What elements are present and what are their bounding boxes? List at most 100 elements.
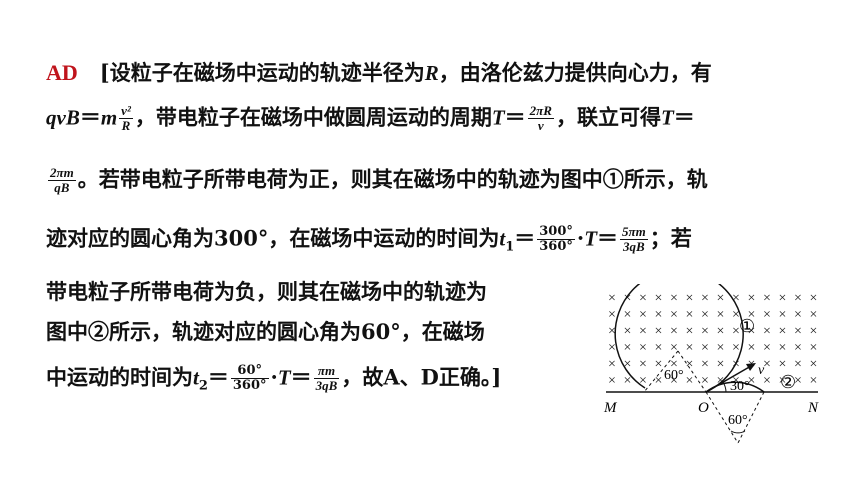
field-cross: ×	[608, 341, 616, 356]
field-cross: ×	[670, 291, 678, 306]
field-cross: ×	[748, 291, 756, 306]
field-cross: ×	[748, 324, 756, 339]
field-cross: ×	[686, 341, 694, 356]
field-cross: ×	[624, 357, 632, 372]
field-cross: ×	[670, 308, 678, 323]
field-cross: ×	[639, 308, 647, 323]
label-track-2: ②	[780, 372, 796, 392]
field-cross: ×	[701, 308, 709, 323]
field-cross: ×	[624, 341, 632, 356]
field-cross: ×	[655, 341, 663, 356]
field-cross: ×	[810, 374, 818, 389]
field-cross: ×	[639, 341, 647, 356]
fraction-60-over-360: 60°360°	[230, 363, 269, 394]
field-cross: ×	[686, 291, 694, 306]
field-cross: ×	[655, 291, 663, 306]
field-cross: ×	[732, 308, 740, 323]
field-cross: ×	[794, 357, 802, 372]
field-cross: ×	[701, 324, 709, 339]
field-cross: ×	[732, 374, 740, 389]
field-cross: ×	[732, 291, 740, 306]
field-cross: ×	[810, 357, 818, 372]
text-line-4: 迹对应的圆心角为300°，在磁场中运动的时间为t1＝300°360°·T＝5πm…	[46, 224, 692, 255]
field-cross: ×	[639, 357, 647, 372]
field-cross: ×	[794, 341, 802, 356]
field-cross: ×	[624, 374, 632, 389]
label-N: N	[807, 400, 819, 416]
text-line-5: 带电粒子所带电荷为负，则其在磁场中的轨迹为	[46, 279, 487, 304]
field-cross: ×	[670, 374, 678, 389]
answer-label: AD	[46, 60, 78, 85]
field-cross: ×	[794, 324, 802, 339]
field-cross: ×	[686, 357, 694, 372]
field-cross: ×	[686, 308, 694, 323]
field-cross: ×	[624, 324, 632, 339]
text-line-1: AD[设粒子在磁场中运动的轨迹半径为R，由洛伦兹力提供向心力，有	[46, 60, 712, 85]
field-cross: ×	[779, 341, 787, 356]
field-cross: ×	[717, 374, 725, 389]
radius-line-1	[677, 350, 707, 393]
radius-line-3	[705, 391, 739, 444]
field-cross: ×	[655, 357, 663, 372]
field-cross: ×	[670, 341, 678, 356]
field-cross: ×	[624, 308, 632, 323]
field-cross: ×	[670, 357, 678, 372]
magnetic-field-figure: ××××××××××××××××××××××××××××××××××××××××…	[603, 284, 819, 444]
text-line-6: 图中②所示，轨迹对应的圆心角为60°，在磁场	[46, 319, 485, 344]
field-cross: ×	[655, 374, 663, 389]
field-cross: ×	[748, 341, 756, 356]
label-angle-bottom: 60°	[728, 413, 748, 428]
label-angle-30: 30°	[730, 379, 750, 394]
label-track-1: ①	[739, 316, 755, 336]
field-cross: ×	[763, 341, 771, 356]
angle-arc-bottom	[730, 430, 746, 434]
field-cross: ×	[624, 291, 632, 306]
field-cross: ×	[779, 291, 787, 306]
field-cross: ×	[748, 308, 756, 323]
field-cross: ×	[763, 357, 771, 372]
field-cross: ×	[717, 357, 725, 372]
field-cross: ×	[701, 291, 709, 306]
field-cross: ×	[639, 291, 647, 306]
field-cross: ×	[655, 324, 663, 339]
velocity-arrow	[705, 365, 752, 393]
field-cross: ×	[732, 324, 740, 339]
field-cross: ×	[763, 291, 771, 306]
field-cross: ×	[810, 308, 818, 323]
field-cross: ×	[779, 357, 787, 372]
field-cross: ×	[701, 357, 709, 372]
field-cross: ×	[763, 308, 771, 323]
field-cross: ×	[670, 324, 678, 339]
radius-line-2	[643, 350, 679, 393]
field-cross: ×	[794, 291, 802, 306]
field-cross: ×	[810, 291, 818, 306]
field-cross: ×	[779, 324, 787, 339]
field-cross: ×	[701, 341, 709, 356]
label-O: O	[698, 400, 709, 416]
field-cross: ×	[608, 308, 616, 323]
field-cross: ×	[639, 324, 647, 339]
field-cross: ×	[608, 374, 616, 389]
field-cross: ×	[608, 357, 616, 372]
field-cross: ×	[763, 374, 771, 389]
field-cross: ×	[639, 374, 647, 389]
label-M: M	[603, 400, 618, 416]
field-cross: ×	[717, 291, 725, 306]
field-cross: ×	[732, 341, 740, 356]
label-v: v	[758, 363, 765, 378]
field-cross: ×	[608, 291, 616, 306]
field-cross: ×	[717, 324, 725, 339]
field-cross: ×	[794, 308, 802, 323]
field-cross: ×	[779, 308, 787, 323]
field-cross: ×	[763, 324, 771, 339]
field-cross: ×	[717, 341, 725, 356]
field-cross: ×	[686, 374, 694, 389]
field-cross: ×	[717, 308, 725, 323]
trajectory-1-arc	[614, 284, 744, 393]
